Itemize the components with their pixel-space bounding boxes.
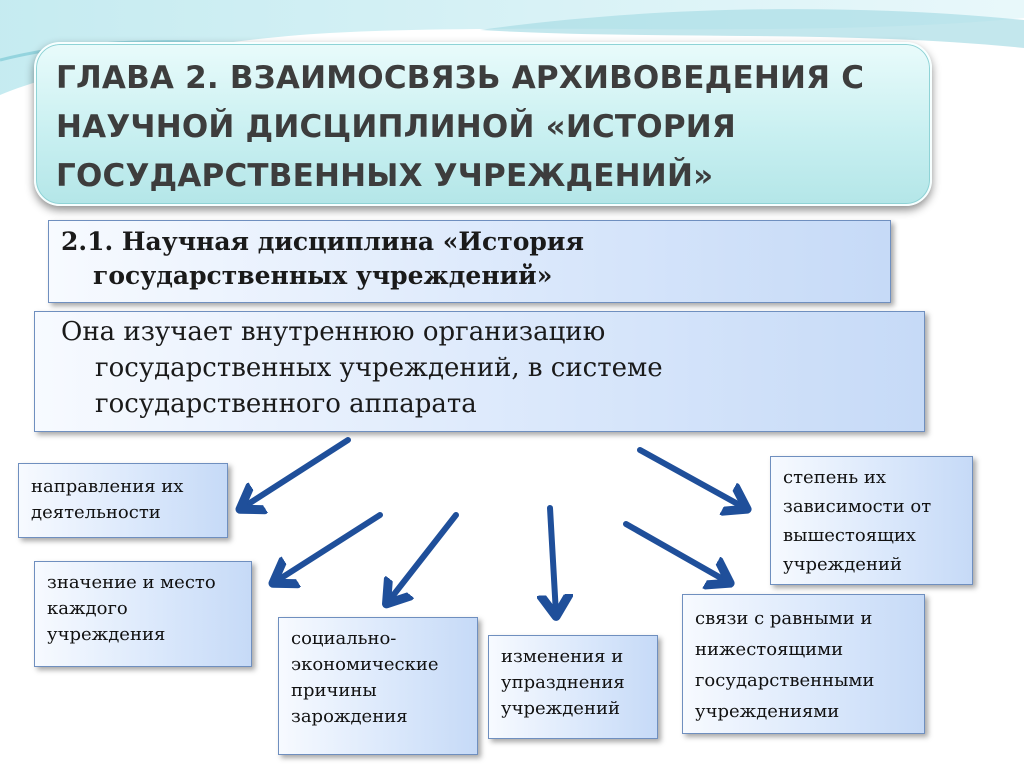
description-line: государственного аппарата [95, 389, 477, 419]
arrow-to-changes [550, 505, 556, 614]
chapter-title-box: ГЛАВА 2. ВЗАИМОСВЯЗЬ АРХИВОВЕДЕНИЯ С НАУ… [34, 42, 932, 206]
topic-box-significance: значение и место каждого учреждения [34, 561, 252, 667]
arrow-to-dependence [637, 447, 745, 508]
topic-line: связи с равными и [695, 608, 873, 629]
topic-box-relations: связи с равными и нижестоящими государст… [682, 594, 925, 734]
topic-line: направления их [31, 476, 184, 497]
topic-box-dependence: степень их зависимости от вышестоящих уч… [770, 456, 973, 585]
topic-line: каждого [47, 598, 128, 619]
arrow-to-relations [623, 521, 728, 582]
topic-line: социально- [291, 628, 397, 649]
topic-line: деятельности [31, 502, 161, 523]
topic-line: государственными [695, 670, 875, 691]
chapter-title: ГЛАВА 2. ВЗАИМОСВЯЗЬ АРХИВОВЕДЕНИЯ С НАУ… [56, 54, 912, 201]
topic-line: вышестоящих [783, 525, 916, 546]
topic-line: учреждениями [695, 701, 840, 722]
topic-line: зависимости от [783, 496, 932, 517]
arrow-to-significance [275, 512, 383, 582]
description-line: Она изучает внутреннюю организацию [61, 317, 606, 347]
topic-line: нижестоящими [695, 639, 844, 660]
section-title-line: государственных учреждений» [93, 261, 553, 290]
arrow-to-origins [388, 512, 459, 602]
topic-line: упразднения [501, 672, 625, 693]
topic-line: причины [291, 680, 377, 701]
description-box: Она изучает внутреннюю организацию госуд… [34, 311, 925, 432]
chapter-title-line: ГОСУДАРСТВЕННЫХ УЧРЕЖДЕНИЙ» [56, 158, 714, 194]
chapter-title-line: ГЛАВА 2. ВЗАИМОСВЯЗЬ АРХИВОВЕДЕНИЯ С [56, 60, 865, 96]
section-title-line: 2.1. Научная дисциплина «История [61, 227, 584, 256]
topic-line: изменения и [501, 646, 624, 667]
section-title: 2.1. Научная дисциплина «История государ… [61, 225, 890, 293]
topic-line: зарождения [291, 706, 408, 727]
description-line: государственных учреждений, в системе [95, 353, 663, 383]
section-title-box: 2.1. Научная дисциплина «История государ… [48, 220, 891, 303]
topic-line: учреждения [47, 624, 166, 645]
topic-line: экономические [291, 654, 439, 675]
topic-box-changes: изменения и упразднения учреждений [488, 635, 658, 739]
topic-box-origins: социально- экономические причины зарожде… [278, 617, 478, 755]
chapter-title-line: НАУЧНОЙ ДИСЦИПЛИНОЙ «ИСТОРИЯ [56, 109, 736, 145]
arrow-to-directions [242, 437, 351, 508]
topic-line: значение и место [47, 572, 216, 593]
description-text: Она изучает внутреннюю организацию госуд… [61, 314, 924, 422]
topic-line: степень их [783, 467, 887, 488]
topic-line: учреждений [783, 554, 902, 575]
topic-line: учреждений [501, 698, 620, 719]
topic-box-directions: направления их деятельности [18, 463, 228, 538]
